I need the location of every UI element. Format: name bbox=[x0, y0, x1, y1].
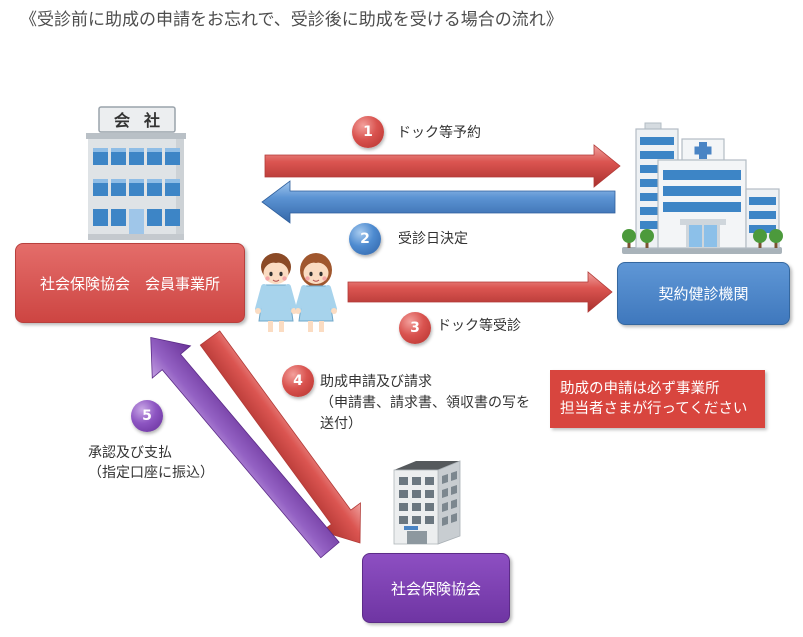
checkup-facility-box: 契約健診機関 bbox=[617, 262, 790, 325]
step-4-line: （申請書、請求書、領収書の写を bbox=[320, 395, 530, 411]
arrow-step-4 bbox=[199, 330, 361, 544]
step-2-label: 受診日決定 bbox=[398, 229, 468, 250]
checkup-facility-label: 契約健診機関 bbox=[658, 285, 749, 303]
patients-icon bbox=[255, 253, 337, 332]
step-4-line: 助成申請及び請求 bbox=[320, 374, 432, 390]
step-1-label: ドック等予約 bbox=[397, 123, 481, 144]
step-5-line: （指定口座に振込） bbox=[88, 465, 214, 481]
step-2-badge: 2 bbox=[349, 223, 381, 255]
company-sign-char-1: 会 bbox=[114, 111, 130, 130]
step-5-badge: 5 bbox=[131, 400, 163, 432]
page-title: 《受診前に助成の申請をお忘れで、受診後に助成を受ける場合の流れ》 bbox=[20, 10, 563, 30]
member-office-label: 社会保険協会 会員事業所 bbox=[39, 274, 220, 293]
notice-box: 助成の申請は必ず事業所 担当者さまが行ってください bbox=[550, 370, 765, 428]
company-sign-char-2: 社 bbox=[143, 111, 160, 130]
arrow-step-2 bbox=[261, 180, 616, 224]
member-office-box: 社会保険協会 会員事業所 bbox=[15, 243, 245, 323]
tree-icon bbox=[622, 229, 783, 248]
step-5-line: 承認及び支払 bbox=[88, 445, 172, 461]
hospital-icon bbox=[622, 122, 783, 254]
arrow-step-1 bbox=[264, 144, 621, 188]
arrow-step-3 bbox=[347, 271, 613, 313]
step-3-badge: 3 bbox=[399, 312, 431, 344]
notice-line: 助成の申請は必ず事業所 bbox=[560, 381, 720, 397]
step-3-line: ドック等受診 bbox=[437, 318, 521, 334]
step-1-badge: 1 bbox=[352, 116, 384, 148]
step-4-line: 送付） bbox=[320, 416, 362, 432]
step-3-label: ドック等受診 bbox=[437, 316, 521, 337]
step-2-line: 受診日決定 bbox=[398, 231, 468, 247]
step-5-label: 承認及び支払 （指定口座に振込） bbox=[88, 443, 214, 483]
association-building-icon bbox=[393, 460, 461, 545]
step-4-label: 助成申請及び請求 （申請書、請求書、領収書の写を 送付） bbox=[320, 372, 530, 435]
notice-line: 担当者さまが行ってください bbox=[560, 401, 748, 417]
office-building-icon: 会 社 bbox=[86, 106, 186, 240]
arrow-step-5 bbox=[150, 337, 340, 559]
step-1-line: ドック等予約 bbox=[397, 125, 481, 141]
association-label: 社会保険協会 bbox=[390, 579, 481, 598]
step-4-badge: 4 bbox=[282, 365, 314, 397]
association-box: 社会保険協会 bbox=[362, 553, 510, 623]
